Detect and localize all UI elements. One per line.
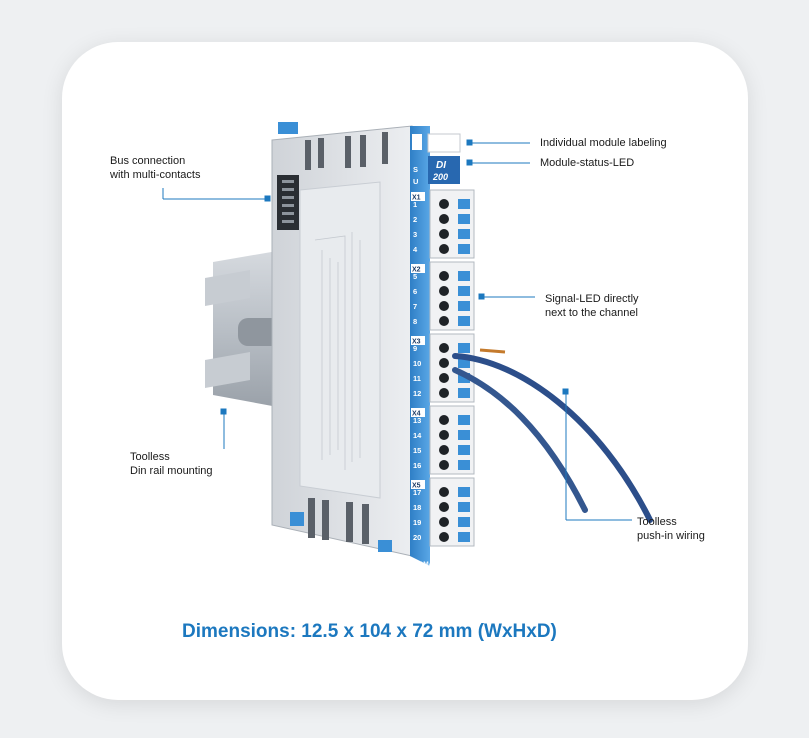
terminal-number: 3 xyxy=(413,230,417,239)
connector-label: X2 xyxy=(412,267,421,274)
module-front-strip xyxy=(410,126,461,566)
terminal-hole[interactable] xyxy=(439,388,449,398)
push-in-wiring-label: Toolless push-in wiring xyxy=(637,516,705,542)
terminal-number: 11 xyxy=(413,374,421,383)
terminal-hole[interactable] xyxy=(439,199,449,209)
terminal-number: 19 xyxy=(413,518,421,527)
connector-tag xyxy=(411,264,425,273)
push-release-tab[interactable] xyxy=(458,343,470,353)
push-release-tab[interactable] xyxy=(458,388,470,398)
connector-label: X5 xyxy=(412,483,421,490)
terminal-hole[interactable] xyxy=(439,487,449,497)
push-release-tab[interactable] xyxy=(458,460,470,470)
terminal-hole[interactable] xyxy=(439,415,449,425)
svg-text:200: 200 xyxy=(432,172,448,182)
din-rail xyxy=(205,250,283,408)
terminal-hole[interactable] xyxy=(439,460,449,470)
terminal-hole[interactable] xyxy=(439,301,449,311)
terminal-hole[interactable] xyxy=(439,229,449,239)
push-release-tab[interactable] xyxy=(458,244,470,254)
push-release-tab[interactable] xyxy=(458,445,470,455)
terminal-number: 18 xyxy=(413,503,421,512)
terminal-hole[interactable] xyxy=(439,373,449,383)
terminal-number: 16 xyxy=(413,461,421,470)
module-labeling-label: Individual module labeling xyxy=(540,137,667,149)
terminal-hole[interactable] xyxy=(439,358,449,368)
connector-tag xyxy=(411,480,425,489)
status-led-label: Module-status-LED xyxy=(540,157,635,169)
push-release-tab[interactable] xyxy=(458,271,470,281)
push-release-tab[interactable] xyxy=(458,517,470,527)
terminal-hole[interactable] xyxy=(439,502,449,512)
terminal-number: 1 xyxy=(413,200,417,209)
terminal-number: 2 xyxy=(413,215,417,224)
terminal-hole[interactable] xyxy=(439,271,449,281)
terminal-number: 14 xyxy=(413,431,422,440)
terminal-hole[interactable] xyxy=(439,343,449,353)
wires xyxy=(452,348,653,523)
push-release-tab[interactable] xyxy=(458,532,470,542)
terminal-number: 10 xyxy=(413,359,421,368)
connector-label: X1 xyxy=(412,195,421,202)
svg-text:U: U xyxy=(413,177,418,186)
connector-tag xyxy=(411,336,425,345)
terminal-hole[interactable] xyxy=(439,286,449,296)
terminal-number: 20 xyxy=(413,533,421,542)
terminal-hole[interactable] xyxy=(439,214,449,224)
terminal-hole[interactable] xyxy=(439,316,449,326)
terminal-number: 15 xyxy=(413,446,421,455)
din-rail-label: Toolless Din rail mounting xyxy=(130,451,213,477)
terminal-number: 9 xyxy=(413,344,417,353)
svg-text:S: S xyxy=(413,165,418,174)
dimensions-caption: Dimensions: 12.5 x 104 x 72 mm (WxHxD) xyxy=(182,621,557,642)
push-release-tab[interactable] xyxy=(458,373,470,383)
terminal-hole[interactable] xyxy=(439,430,449,440)
push-release-tab[interactable] xyxy=(458,415,470,425)
connector-label: X3 xyxy=(412,339,421,346)
terminal-number: 7 xyxy=(413,302,417,311)
push-release-tab[interactable] xyxy=(458,430,470,440)
terminal-number: 5 xyxy=(413,272,417,281)
terminal-number: 13 xyxy=(413,416,421,425)
push-release-tab[interactable] xyxy=(458,301,470,311)
svg-text:SIGMATEK: SIGMATEK xyxy=(412,561,446,568)
terminal-hole[interactable] xyxy=(439,517,449,527)
terminal-hole[interactable] xyxy=(439,445,449,455)
terminal-number: 4 xyxy=(413,245,418,254)
connector-tag xyxy=(411,408,425,417)
push-release-tab[interactable] xyxy=(458,316,470,326)
push-release-tab[interactable] xyxy=(458,487,470,497)
connector-label: X4 xyxy=(412,411,421,418)
terminal-blocks xyxy=(429,189,475,547)
push-release-tab[interactable] xyxy=(458,229,470,239)
svg-text:DI: DI xyxy=(436,160,446,171)
terminal-number: 6 xyxy=(413,287,417,296)
terminal-hole[interactable] xyxy=(439,532,449,542)
push-release-tab[interactable] xyxy=(458,214,470,224)
terminal-number: 17 xyxy=(413,488,421,497)
module-housing xyxy=(271,122,413,557)
signal-led-label: Signal-LED directly next to the channel xyxy=(545,293,639,319)
terminal-number: 12 xyxy=(413,389,421,398)
push-release-tab[interactable] xyxy=(458,358,470,368)
connector-tag xyxy=(411,192,425,201)
terminal-hole[interactable] xyxy=(439,244,449,254)
bus-connection-label: Bus connection with multi-contacts xyxy=(110,155,201,181)
push-release-tab[interactable] xyxy=(458,502,470,512)
push-release-tab[interactable] xyxy=(458,286,470,296)
terminal-number: 8 xyxy=(413,317,417,326)
push-release-tab[interactable] xyxy=(458,199,470,209)
